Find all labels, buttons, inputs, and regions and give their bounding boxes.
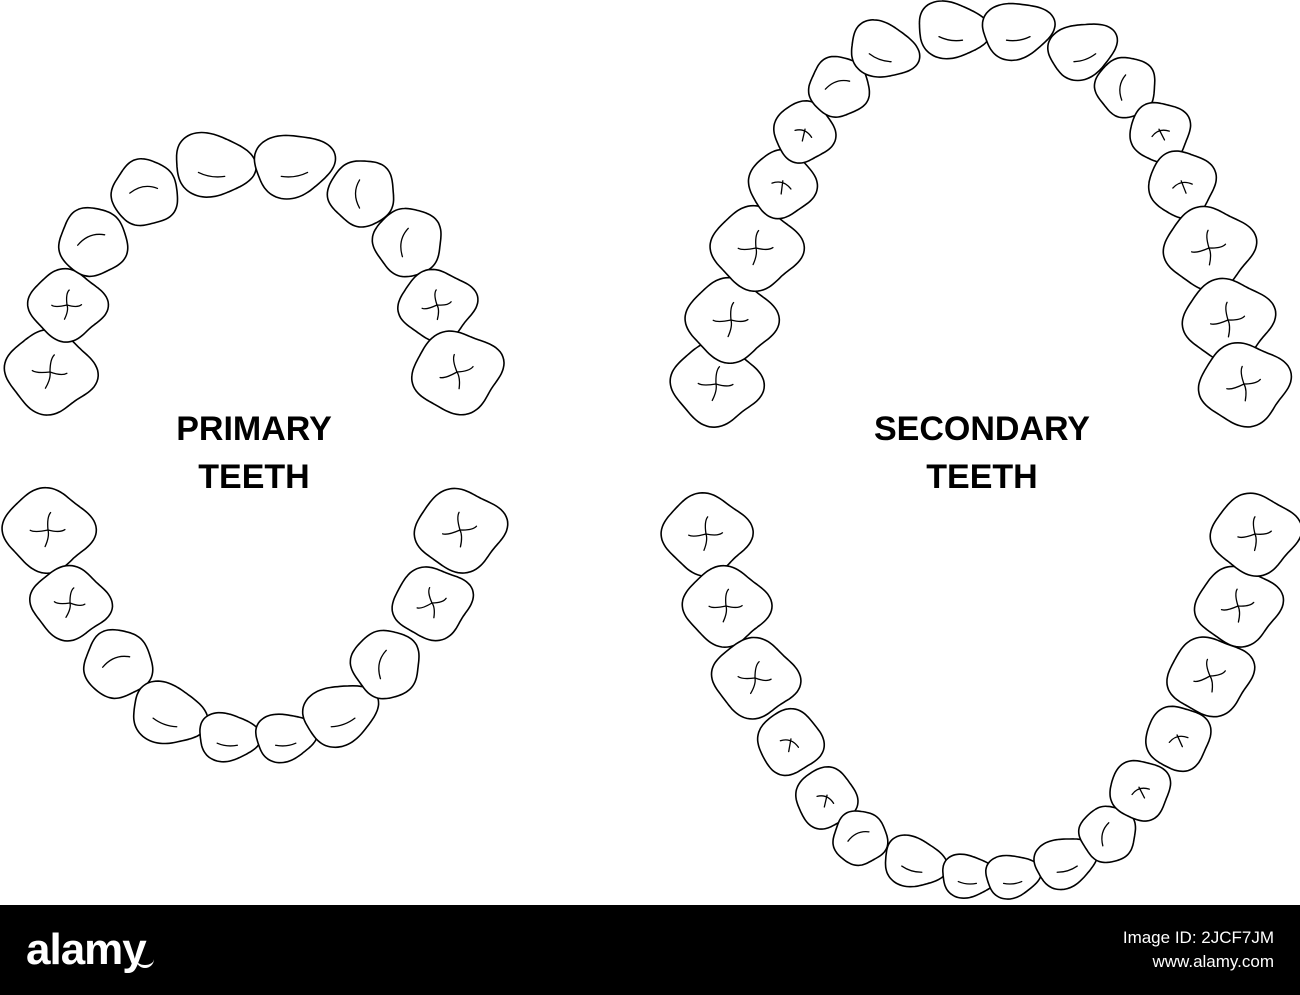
primary-lower-arch <box>1 486 509 764</box>
primary-upper-tooth-4 <box>110 157 179 227</box>
primary-lower-tooth-7 <box>301 685 380 749</box>
brand-logo: alamy <box>26 905 154 995</box>
primary-upper-tooth-7 <box>326 160 395 228</box>
primary-lower-tooth-2 <box>28 564 114 642</box>
primary-upper-tooth-2 <box>26 267 110 343</box>
secondary-lower-arch <box>660 492 1300 900</box>
secondary-label-line-2: TEETH <box>926 458 1037 496</box>
secondary-label-line-1: SECONDARY <box>874 410 1090 448</box>
secondary-lower-tooth-9 <box>985 854 1043 900</box>
secondary-upper-tooth-16 <box>1197 342 1293 428</box>
watermark-footer: alamy Image ID: 2JCF7JM www.alamy.com <box>0 905 1300 995</box>
secondary-upper-tooth-8 <box>918 0 992 60</box>
secondary-lower-tooth-11 <box>1077 805 1137 864</box>
secondary-upper-tooth-14 <box>1162 205 1258 292</box>
secondary-upper-tooth-2 <box>684 276 781 365</box>
secondary-lower-tooth-1 <box>660 492 754 578</box>
secondary-upper-tooth-1 <box>669 340 766 428</box>
primary-lower-tooth-10 <box>413 487 509 574</box>
secondary-lower-tooth-3 <box>710 636 802 720</box>
primary-upper-tooth-3 <box>57 206 129 278</box>
secondary-lower-tooth-8 <box>942 853 999 899</box>
secondary-lower-tooth-2 <box>681 564 773 648</box>
secondary-lower-tooth-5 <box>795 766 859 830</box>
primary-upper-tooth-9 <box>397 268 479 343</box>
secondary-upper-tooth-9 <box>981 2 1056 62</box>
image-id-text: Image ID: 2JCF7JM <box>1122 928 1274 947</box>
primary-label-line-1: PRIMARY <box>176 410 332 448</box>
primary-lower-tooth-1 <box>1 486 98 575</box>
secondary-lower-tooth-13 <box>1145 705 1212 773</box>
primary-lower-tooth-6 <box>254 713 319 764</box>
secondary-lower-tooth-16 <box>1209 492 1300 577</box>
primary-lower-tooth-8 <box>349 629 420 700</box>
secondary-lower-tooth-10 <box>1033 838 1099 891</box>
primary-upper-arch <box>3 131 505 416</box>
footer-info: Image ID: 2JCF7JM www.alamy.com <box>1123 905 1274 995</box>
primary-lower-tooth-9 <box>391 566 475 642</box>
site-url-text: www.alamy.com <box>1152 952 1274 971</box>
secondary-lower-tooth-7 <box>884 834 949 888</box>
primary-lower-tooth-4 <box>132 680 209 745</box>
primary-label-line-2: TEETH <box>198 458 309 496</box>
secondary-upper-tooth-7 <box>850 19 921 78</box>
dental-arch-diagram: PRIMARY TEETH SECONDARY TEETH <box>1 0 1300 900</box>
primary-upper-tooth-1 <box>3 328 100 416</box>
primary-upper-tooth-6 <box>253 134 337 200</box>
primary-upper-tooth-8 <box>371 207 442 278</box>
secondary-upper-tooth-10 <box>1046 23 1119 82</box>
secondary-upper-tooth-12 <box>1129 101 1192 164</box>
secondary-lower-tooth-4 <box>756 707 826 777</box>
secondary-lower-tooth-12 <box>1109 759 1172 822</box>
secondary-upper-tooth-11 <box>1093 56 1156 119</box>
secondary-lower-tooth-6 <box>832 810 889 867</box>
primary-lower-tooth-3 <box>82 628 154 700</box>
primary-lower-tooth-5 <box>199 711 262 763</box>
primary-upper-tooth-10 <box>410 330 505 416</box>
secondary-lower-tooth-15 <box>1193 565 1285 648</box>
secondary-lower-tooth-14 <box>1166 636 1256 718</box>
primary-upper-tooth-5 <box>175 131 258 198</box>
secondary-upper-arch <box>669 0 1293 428</box>
